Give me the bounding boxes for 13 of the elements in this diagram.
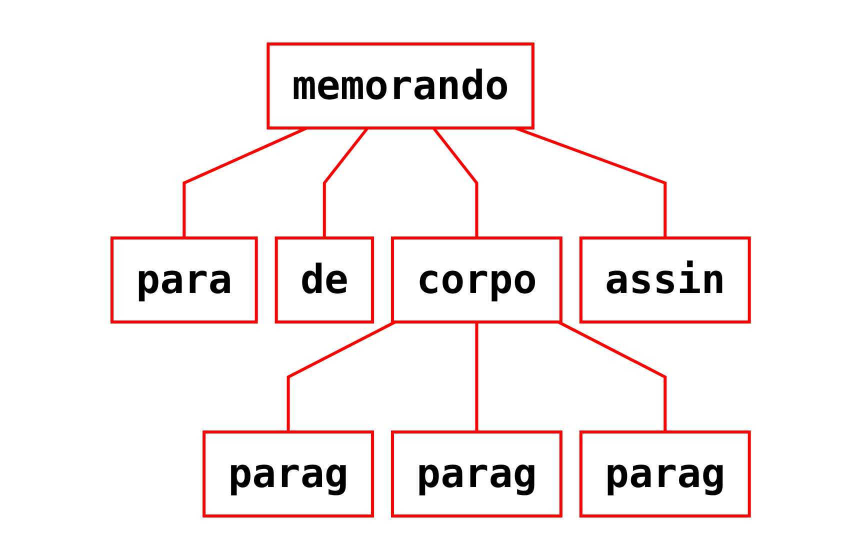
connector: [432, 127, 479, 238]
node-box: de: [275, 236, 374, 324]
node-box: corpo: [391, 236, 563, 324]
connector: [323, 127, 370, 238]
connector: [287, 320, 396, 432]
node-box: para: [110, 236, 258, 324]
node-box: assin: [580, 236, 752, 324]
node-box: parag: [580, 430, 752, 518]
node-box: parag: [391, 430, 563, 518]
connector: [558, 320, 667, 432]
connector: [476, 322, 479, 432]
node-box: memorando: [267, 42, 535, 130]
node-box: parag: [202, 430, 374, 518]
